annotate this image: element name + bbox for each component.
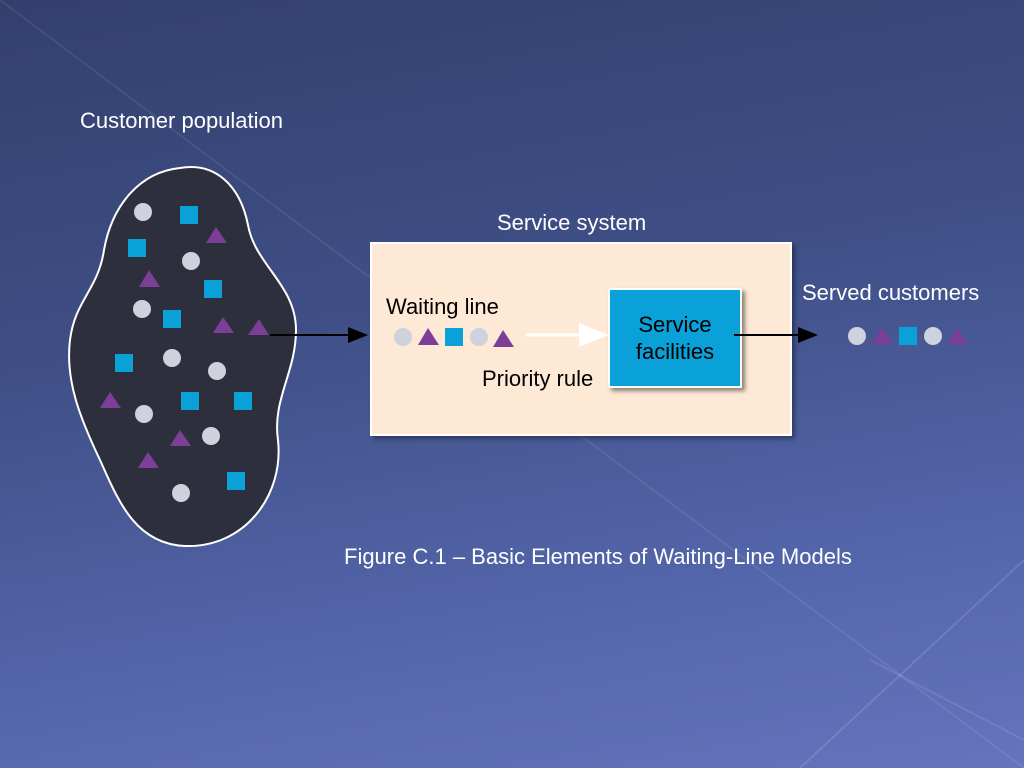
- service-facilities-label-line1: Service: [638, 311, 712, 337]
- figure-caption: Figure C.1 – Basic Elements of Waiting-L…: [344, 544, 852, 569]
- waiting-line-label: Waiting line: [386, 294, 499, 319]
- customer-population-label: Customer population: [80, 108, 284, 133]
- service-facilities-box: Service facilities: [608, 288, 742, 388]
- served-customers-label: Served customers: [802, 280, 980, 305]
- priority-rule-label: Priority rule: [482, 366, 594, 391]
- service-system-label: Service system: [497, 210, 647, 235]
- service-facilities-label-line2: facilities: [635, 339, 715, 364]
